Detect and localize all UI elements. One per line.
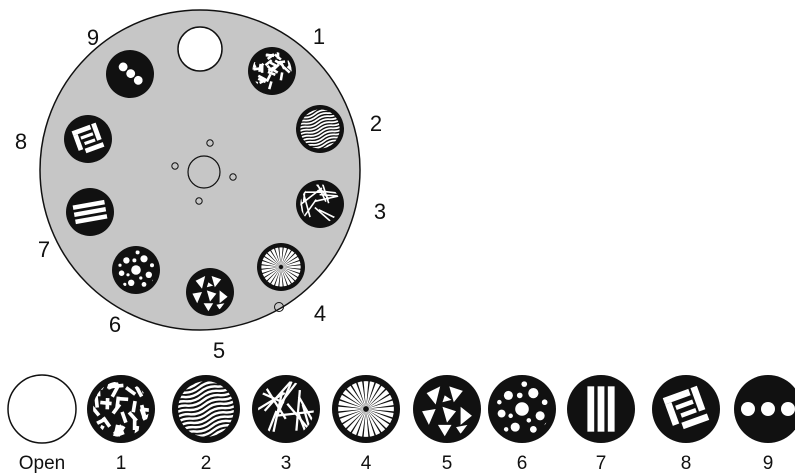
legend-gobo-crossed-lines-gobo xyxy=(246,374,320,451)
legend-gobo-dots-gobo xyxy=(488,375,556,443)
wheel-slot-8-square-frame-gobo xyxy=(64,115,112,163)
legend-label-3: 3 xyxy=(281,453,292,473)
wheel-number-6: 6 xyxy=(109,312,121,337)
legend-gobo-radial-burst-gobo xyxy=(332,375,400,443)
legend-gobo-wavy-lines-gobo xyxy=(165,371,248,447)
legend-gobo-square-frame-gobo xyxy=(652,375,720,443)
wheel-number-8: 8 xyxy=(15,129,27,154)
legend-label-open: Open xyxy=(19,453,65,473)
legend-label-8: 8 xyxy=(681,453,692,473)
legend-gobo-random-bars-gobo xyxy=(87,375,155,443)
wheel-slot-1-random-bars-gobo xyxy=(248,47,296,95)
legend-label-9: 9 xyxy=(763,453,774,473)
wheel-number-1: 1 xyxy=(313,24,325,49)
gobo-legend-row xyxy=(8,371,795,451)
legend-label-5: 5 xyxy=(442,453,453,473)
wheel-number-3: 3 xyxy=(374,199,386,224)
wheel-slot-4-radial-burst-gobo xyxy=(257,243,305,291)
wheel-slot-7-horizontal-bars-gobo xyxy=(66,188,114,236)
legend-label-4: 4 xyxy=(361,453,372,473)
wheel-number-9: 9 xyxy=(87,25,99,50)
legend-gobo-vertical-bars-gobo xyxy=(567,375,635,443)
wheel-number-4: 4 xyxy=(314,301,326,326)
legend-label-7: 7 xyxy=(596,453,607,473)
legend-label-2: 2 xyxy=(201,453,212,473)
wheel-slot-5-triangle-shards-gobo xyxy=(186,268,234,316)
legend-gobo-open-aperture xyxy=(8,375,76,443)
wheel-slot-6-dots-gobo xyxy=(112,246,160,294)
legend-label-6: 6 xyxy=(517,453,528,473)
legend-gobo-three-dots-gobo xyxy=(734,375,795,443)
legend-gobo-triangle-shards-gobo xyxy=(413,375,481,443)
legend-labels: Open 1 2 3 4 5 6 7 8 9 xyxy=(19,453,774,473)
wheel-number-2: 2 xyxy=(370,111,382,136)
legend-label-1: 1 xyxy=(116,453,127,473)
open-aperture xyxy=(178,27,222,71)
wheel-number-7: 7 xyxy=(38,237,50,262)
wheel-number-5: 5 xyxy=(213,338,225,363)
